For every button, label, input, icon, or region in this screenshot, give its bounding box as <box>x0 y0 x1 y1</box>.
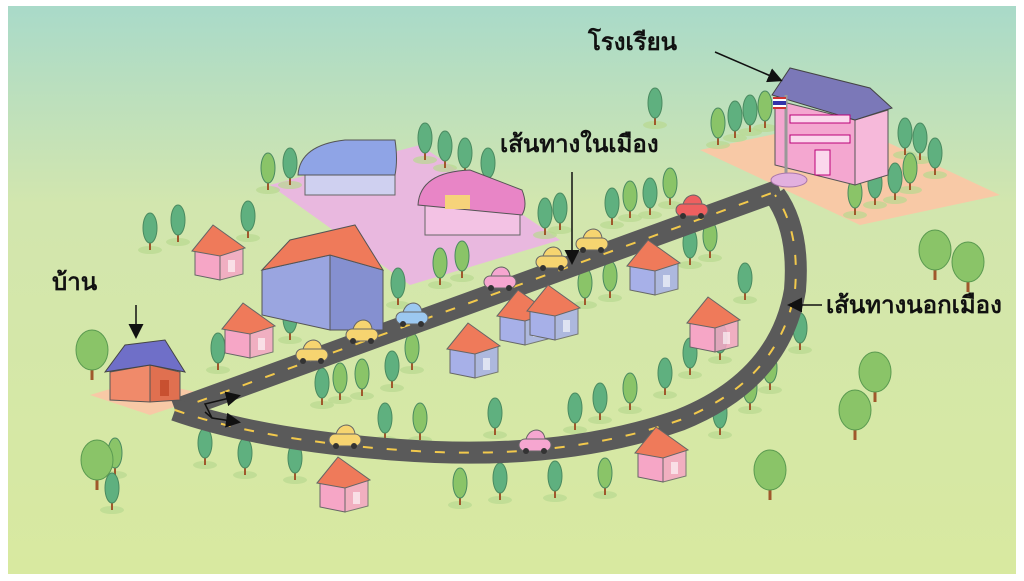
tree <box>738 94 762 136</box>
arrow-school <box>714 51 783 83</box>
tree <box>100 472 124 514</box>
house <box>686 296 742 353</box>
big-tree <box>75 329 109 380</box>
car <box>395 302 429 327</box>
cars <box>295 194 709 454</box>
tree <box>588 382 612 424</box>
tree <box>543 460 567 502</box>
tree <box>380 350 404 392</box>
house <box>626 239 682 296</box>
house <box>446 322 502 379</box>
tree <box>206 332 230 374</box>
city-road-line <box>174 189 781 411</box>
label-home: บ้าน <box>52 268 98 296</box>
route-fork-arrow-up <box>203 391 241 419</box>
tree <box>898 152 922 194</box>
tree <box>753 90 777 132</box>
tree <box>488 462 512 504</box>
car <box>575 228 609 253</box>
school-building <box>770 67 893 188</box>
tree <box>638 177 662 219</box>
car <box>483 266 517 291</box>
label-city-route: เส้นทางในเมือง <box>500 129 659 158</box>
tree <box>923 137 947 179</box>
label-outer-route: เส้นทางนอกเมือง <box>826 291 1002 319</box>
tree <box>548 192 572 234</box>
tree <box>733 262 757 304</box>
tree <box>310 367 334 409</box>
thai-flag <box>773 97 786 109</box>
car <box>295 339 329 364</box>
tree <box>328 362 352 404</box>
car <box>328 424 362 449</box>
tree <box>658 167 682 209</box>
car <box>675 194 709 219</box>
tree <box>400 332 424 374</box>
tree <box>723 100 747 142</box>
tree <box>433 130 457 172</box>
tree <box>563 392 587 434</box>
tree <box>653 357 677 399</box>
tree <box>483 397 507 439</box>
tree <box>386 267 410 309</box>
tree <box>138 212 162 254</box>
big-tree <box>858 351 892 402</box>
tree <box>428 247 452 289</box>
tree <box>883 162 907 204</box>
tree <box>236 200 260 242</box>
big-tree <box>80 439 114 490</box>
house <box>634 426 690 483</box>
roads <box>171 179 807 464</box>
car <box>345 319 379 344</box>
tree <box>278 147 302 189</box>
tree <box>843 177 867 219</box>
big-tree <box>753 449 787 500</box>
tree <box>706 107 730 149</box>
route-fork-arrow-down <box>204 411 241 428</box>
tree <box>413 122 437 164</box>
houses <box>191 224 742 513</box>
big-tree <box>838 389 872 440</box>
tree <box>166 204 190 246</box>
tree <box>698 220 722 262</box>
tree <box>618 372 642 414</box>
tree <box>643 87 667 129</box>
tree <box>350 358 374 400</box>
house <box>316 456 372 513</box>
tree <box>448 467 472 509</box>
label-school: โรงเรียน <box>587 27 678 56</box>
tree <box>533 197 557 239</box>
house <box>191 224 247 281</box>
tree <box>283 442 307 484</box>
tree <box>618 180 642 222</box>
car <box>535 246 569 271</box>
big-tree <box>951 241 985 292</box>
tree <box>593 457 617 499</box>
big-tree <box>918 229 952 280</box>
market-hall-blue <box>297 139 397 196</box>
tree <box>193 427 217 469</box>
house <box>526 284 582 341</box>
tree <box>450 240 474 282</box>
market-hall-pink <box>417 169 526 236</box>
tree <box>600 187 624 229</box>
tree <box>598 260 622 302</box>
home-house <box>103 339 187 403</box>
house <box>221 302 277 359</box>
trees <box>75 87 985 514</box>
tree <box>256 152 280 194</box>
warehouse <box>260 224 385 331</box>
car <box>518 429 552 454</box>
outer-road-line <box>174 194 797 454</box>
